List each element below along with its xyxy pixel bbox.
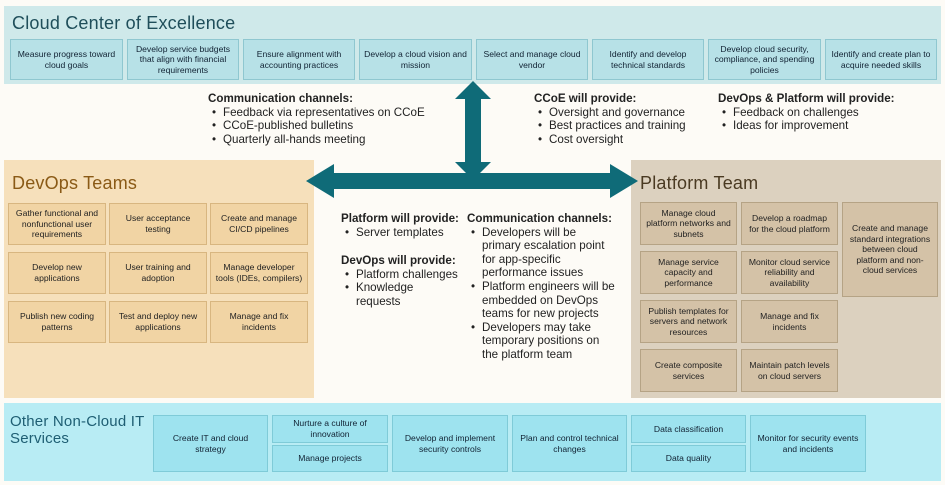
- other-box-security-monitoring: Monitor for security events and incident…: [750, 415, 866, 472]
- note-item: Developers may take temporary positions …: [471, 321, 615, 362]
- platform-box-roadmap: Develop a roadmap for the cloud platform: [741, 202, 838, 245]
- other-box-manage-projects: Manage projects: [272, 445, 388, 472]
- note-devops-platform-provide: DevOps & Platform will provide: Feedback…: [718, 92, 933, 133]
- ccoe-title: Cloud Center of Excellence: [12, 13, 236, 33]
- platform-box-integrations: Create and manage standard integrations …: [842, 202, 938, 297]
- platform-box-reliability: Monitor cloud service reliability and av…: [741, 251, 838, 294]
- note-platform-will-provide: Platform will provide: Server templates: [341, 212, 459, 239]
- other-box-security-controls: Develop and implement security controls: [392, 415, 508, 472]
- other-box-technical-changes: Plan and control technical changes: [512, 415, 627, 472]
- note-item: Ideas for improvement: [722, 119, 933, 133]
- note-item: Quarterly all-hands meeting: [212, 133, 448, 147]
- note-header: Communication channels:: [467, 212, 612, 225]
- note-item: Platform challenges: [345, 268, 459, 282]
- vertical-double-arrow: [455, 81, 491, 180]
- devops-box-acceptance-testing: User acceptance testing: [109, 203, 207, 245]
- note-item: Cost oversight: [538, 133, 704, 147]
- other-services-title: Other Non-Cloud IT Services: [10, 413, 145, 447]
- note-ccoe-will-provide: CCoE will provide: Oversight and governa…: [534, 92, 704, 146]
- note-item: Knowledge requests: [345, 281, 459, 308]
- devops-box-new-applications: Develop new applications: [8, 252, 106, 294]
- horizontal-double-arrow: [306, 164, 638, 198]
- devops-box-test-deploy: Test and deploy new applications: [109, 301, 207, 343]
- ccoe-box-service-budgets: Develop service budgets that align with …: [127, 39, 239, 80]
- platform-box-composite-services: Create composite services: [640, 349, 737, 392]
- note-communication-channels-top: Communication channels: Feedback via rep…: [208, 92, 448, 146]
- platform-box-networks: Manage cloud platform networks and subne…: [640, 202, 737, 245]
- note-header: DevOps will provide:: [341, 254, 456, 267]
- ccoe-box-cloud-vision: Develop a cloud vision and mission: [359, 39, 472, 80]
- devops-box-developer-tools: Manage developer tools (IDEs, compilers): [210, 252, 308, 294]
- ccoe-box-technical-standards: Identify and develop technical standards: [592, 39, 704, 80]
- devops-box-fix-incidents: Manage and fix incidents: [210, 301, 308, 343]
- platform-box-templates: Publish templates for servers and networ…: [640, 300, 737, 343]
- other-box-innovation-culture: Nurture a culture of innovation: [272, 415, 388, 443]
- platform-title: Platform Team: [640, 173, 759, 193]
- note-item: Server templates: [345, 226, 459, 240]
- devops-box-requirements: Gather functional and nonfunctional user…: [8, 203, 106, 245]
- note-item: Feedback on challenges: [722, 106, 933, 120]
- note-item: Best practices and training: [538, 119, 704, 133]
- platform-box-patch-levels: Maintain patch levels on cloud servers: [741, 349, 838, 392]
- note-item: Oversight and governance: [538, 106, 704, 120]
- ccoe-box-accounting-alignment: Ensure alignment with accounting practic…: [243, 39, 355, 80]
- note-communication-channels-middle: Communication channels: Developers will …: [467, 212, 615, 362]
- other-box-data-classification: Data classification: [631, 415, 746, 443]
- platform-box-capacity: Manage service capacity and performance: [640, 251, 737, 294]
- ccoe-box-security-policies: Develop cloud security, compliance, and …: [708, 39, 821, 80]
- note-header: Platform will provide:: [341, 212, 459, 225]
- note-header: DevOps & Platform will provide:: [718, 92, 895, 105]
- other-box-it-strategy: Create IT and cloud strategy: [153, 415, 268, 472]
- ccoe-box-cloud-vendor: Select and manage cloud vendor: [476, 39, 588, 80]
- other-box-data-quality: Data quality: [631, 445, 746, 472]
- devops-box-coding-patterns: Publish new coding patterns: [8, 301, 106, 343]
- platform-box-fix-incidents: Manage and fix incidents: [741, 300, 838, 343]
- note-header: CCoE will provide:: [534, 92, 637, 105]
- devops-title: DevOps Teams: [12, 173, 138, 193]
- note-item: Developers will be primary escalation po…: [471, 226, 615, 280]
- devops-box-ci-cd: Create and manage CI/CD pipelines: [210, 203, 308, 245]
- note-item: CCoE-published bulletins: [212, 119, 448, 133]
- note-item: Platform engineers will be embedded on D…: [471, 280, 615, 321]
- devops-box-user-training: User training and adoption: [109, 252, 207, 294]
- note-devops-will-provide: DevOps will provide: Platform challenges…: [341, 254, 459, 308]
- ccoe-box-skills-plan: Identify and create plan to acquire need…: [825, 39, 937, 80]
- note-header: Communication channels:: [208, 92, 353, 105]
- ccoe-box-measure-progress: Measure progress toward cloud goals: [10, 39, 123, 80]
- note-item: Feedback via representatives on CCoE: [212, 106, 448, 120]
